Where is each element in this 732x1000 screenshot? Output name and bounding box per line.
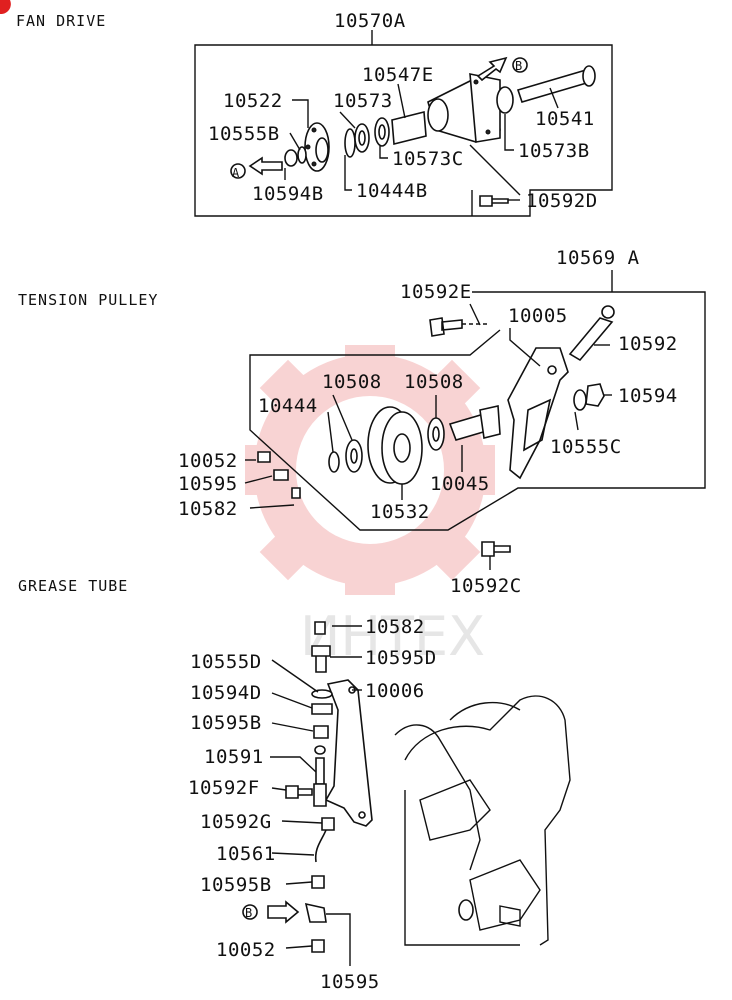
label-10570A: 10570A (334, 10, 406, 32)
nut-part (311, 703, 333, 715)
label-10582-gt: 10582 (365, 616, 425, 638)
arrow-a-icon (248, 156, 283, 176)
label-10522: 10522 (223, 90, 283, 112)
bolt-part (311, 645, 331, 673)
label-10561: 10561 (216, 843, 276, 865)
label-10582-tp: 10582 (178, 498, 238, 520)
grease-tube-group: B (242, 621, 571, 966)
section-title-grease-tube: GREASE TUBE (18, 577, 128, 595)
label-10547E: 10547E (362, 64, 434, 86)
bolt-part (481, 541, 511, 557)
label-10555D: 10555D (190, 651, 262, 673)
label-10005: 10005 (508, 305, 568, 327)
nut-part (585, 383, 605, 407)
label-10573: 10573 (333, 90, 393, 112)
bolt-part (479, 195, 509, 207)
label-10508-a: 10508 (322, 371, 382, 393)
spacer-part (391, 110, 427, 146)
label-10508-b: 10508 (404, 371, 464, 393)
label-10045: 10045 (430, 473, 490, 495)
arrow-b-icon (476, 56, 508, 82)
snap-ring-part (344, 128, 356, 158)
label-10595B: 10595B (190, 712, 262, 734)
marker-b: B (515, 59, 523, 73)
corner-mark (0, 0, 11, 15)
bracket-part (507, 347, 569, 480)
arrow-b-lower-icon (267, 900, 300, 924)
section-title-fan-drive: FAN DRIVE (16, 12, 106, 30)
label-10595B-lower: 10595B (200, 874, 272, 896)
section-title-tension-pulley: TENSION PULLEY (18, 291, 158, 309)
cap-part (314, 621, 326, 635)
label-10595D: 10595D (365, 647, 437, 669)
label-10573C: 10573C (392, 148, 464, 170)
nut-part (284, 149, 298, 167)
label-10592E: 10592E (400, 281, 472, 303)
label-10444B: 10444B (356, 180, 428, 202)
label-10444: 10444 (258, 395, 318, 417)
tension-pulley-group (244, 270, 706, 570)
label-10592D: 10592D (526, 190, 598, 212)
label-10594D: 10594D (190, 682, 262, 704)
label-10592C: 10592C (450, 575, 522, 597)
label-10594B: 10594B (252, 183, 324, 205)
grease-nipple-part (257, 451, 271, 463)
label-10532: 10532 (370, 501, 430, 523)
label-10591: 10591 (204, 746, 264, 768)
label-10592: 10592 (618, 333, 678, 355)
grease-pipe (314, 829, 327, 863)
bearing-part (345, 439, 363, 473)
label-10569A: 10569 A (556, 247, 640, 269)
grease-bracket-part (324, 679, 373, 827)
seal-part (496, 86, 514, 114)
label-10594: 10594 (618, 385, 678, 407)
fan-drive-group: A B (194, 30, 613, 217)
label-10555C: 10555C (550, 436, 622, 458)
label-10555B: 10555B (208, 123, 280, 145)
engine-outline (404, 695, 571, 946)
label-10573B: 10573B (518, 140, 590, 162)
fan-drive-frame (194, 44, 613, 217)
label-10595-gt: 10595 (320, 971, 380, 993)
label-10006: 10006 (365, 680, 425, 702)
label-10052-gt: 10052 (216, 939, 276, 961)
tube-part (315, 757, 325, 785)
label-10052-tp: 10052 (178, 450, 238, 472)
snap-ring-part (328, 451, 340, 473)
tension-pulley-frame (249, 291, 706, 531)
label-10595-tp: 10595 (178, 473, 238, 495)
bearing-part (354, 123, 370, 153)
label-10541: 10541 (535, 108, 595, 130)
marker-b-lower: B (245, 906, 253, 920)
marker-a: A (232, 166, 240, 180)
label-10592G: 10592G (200, 811, 272, 833)
label-10592F: 10592F (188, 777, 260, 799)
bolt-head-part (601, 305, 615, 319)
bolt-part (429, 317, 463, 337)
